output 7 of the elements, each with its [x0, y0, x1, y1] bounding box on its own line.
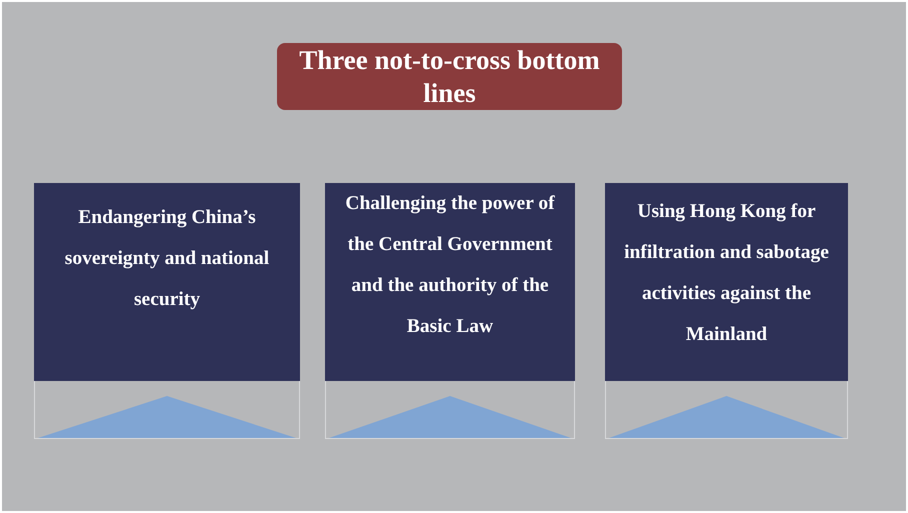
card-text: Endangering China’s sovereignty and national security — [64, 206, 270, 312]
category-card — [325, 183, 575, 381]
category-card — [605, 183, 848, 381]
heading-text: Three not-to-cross bottom lines — [298, 44, 601, 110]
category-card — [34, 183, 300, 381]
card-text: Using Hong Kong for infiltration and sabotage activities against the Mainland — [623, 200, 830, 347]
card-text: Challenging the power of the Central Government and the authority of the Basic Law — [344, 192, 556, 339]
